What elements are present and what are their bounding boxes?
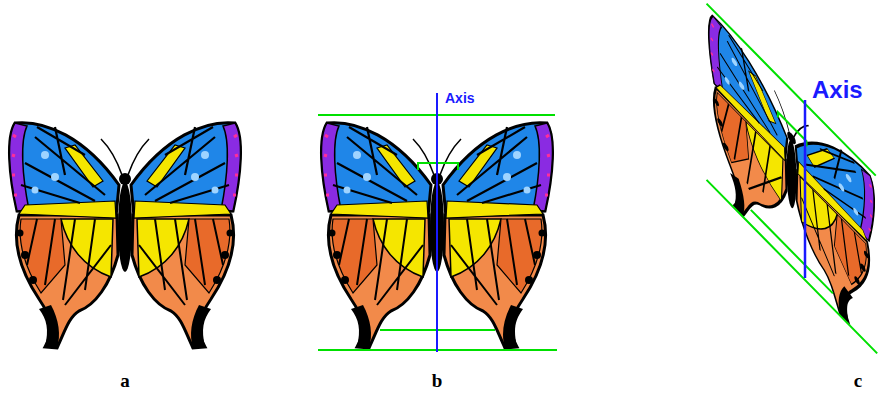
axis-line — [804, 100, 807, 278]
panel-letter: a — [120, 371, 130, 390]
axis-line — [436, 93, 438, 352]
butterfly-c — [707, 4, 878, 354]
axis-label: Axis — [445, 91, 475, 105]
butterfly-a — [9, 123, 240, 348]
panel-letter: c — [854, 371, 862, 390]
panel-letter: b — [432, 371, 443, 390]
axis-label: Axis — [812, 78, 863, 102]
